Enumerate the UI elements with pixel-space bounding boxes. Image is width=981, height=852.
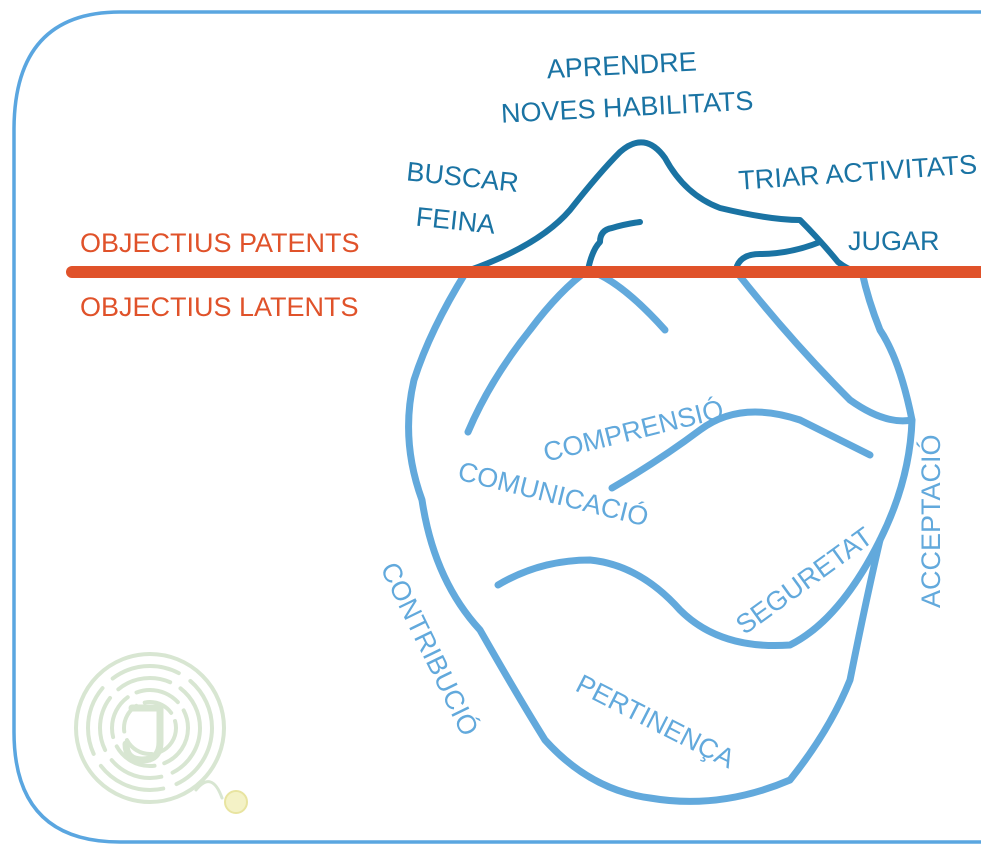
tip-crack-left bbox=[585, 219, 643, 273]
goal-triar: TRIAR ACTIVITATS bbox=[737, 149, 978, 196]
frame-border bbox=[12, 10, 981, 844]
goal-buscar: BUSCAR FEINA bbox=[405, 156, 520, 240]
maze-logo-icon bbox=[74, 652, 248, 814]
crack-pertinenca bbox=[494, 536, 884, 650]
crack-seguretat bbox=[608, 408, 874, 492]
latent-label: OBJECTIUS LATENTS bbox=[80, 292, 359, 322]
goal-aprendre: APRENDRE NOVES HABILITATS bbox=[500, 46, 754, 129]
crack-right-upper bbox=[731, 266, 916, 425]
goal-aprendre-line1: APRENDRE bbox=[546, 46, 697, 84]
need-contribucio: CONTRIBUCIÓ bbox=[375, 557, 486, 740]
need-acceptacio: ACCEPTACIÓ bbox=[915, 434, 946, 608]
iceberg-base bbox=[405, 266, 916, 805]
tip-crack-right bbox=[734, 239, 823, 269]
goal-buscar-line1: BUSCAR bbox=[405, 156, 520, 198]
patent-label: OBJECTIUS PATENTS bbox=[80, 228, 360, 258]
iceberg-outline-left bbox=[405, 268, 916, 805]
goal-jugar: JUGAR bbox=[848, 226, 940, 256]
need-pertinenca: PERTINENÇA bbox=[571, 669, 739, 775]
crack-comprensio bbox=[464, 266, 669, 436]
tip-outline bbox=[467, 139, 861, 275]
goal-aprendre-line2: NOVES HABILITATS bbox=[500, 86, 754, 129]
need-comunicacio: COMUNICACIÓ bbox=[455, 455, 652, 532]
iceberg-tip bbox=[467, 139, 861, 275]
goal-buscar-line2: FEINA bbox=[414, 202, 496, 240]
